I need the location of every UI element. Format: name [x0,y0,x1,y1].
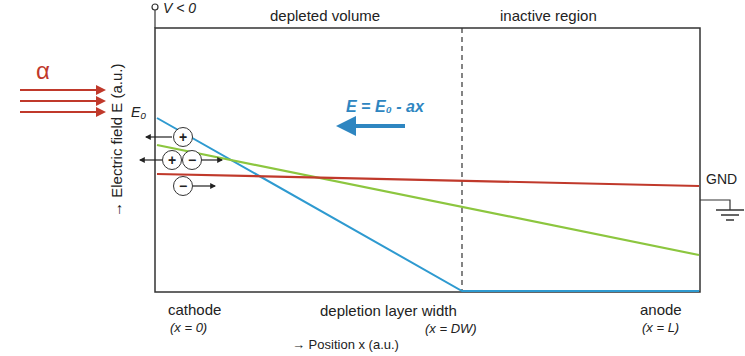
label: → Electric field E (a.u.) [110,63,127,216]
charge-carrier: + [173,127,193,147]
field-profile-blue [157,118,699,291]
charge-sign: + [179,130,187,144]
field-profile-red [157,174,699,186]
charge-sign: − [188,153,196,167]
label: inactive region [500,8,597,25]
label: (x = L) [642,321,679,335]
label: depletion layer width [320,303,457,320]
drift-arrow [201,159,222,160]
ground-symbol [721,214,739,216]
charge-sign: − [179,179,187,193]
label: (x = DW) [425,322,477,336]
bias-wire [154,10,155,28]
alpha-beam [20,111,104,113]
charge-sign: + [168,153,176,167]
ground-wire [700,200,730,210]
label: depleted volume [270,8,380,25]
charge-carrier: + [162,150,182,170]
depletion-boundary [461,28,462,292]
label: V < 0 [163,1,196,16]
detector-body [155,28,700,292]
ground-symbol [716,209,744,211]
label: (x = 0) [170,321,207,335]
label: cathode [168,302,221,319]
label: → Position x (a.u.) [292,338,399,352]
label: anode [640,302,682,319]
charge-carrier: − [173,176,193,196]
drift-arrow [146,136,172,137]
alpha-beam [20,100,104,102]
drift-arrow [193,185,215,186]
charge-carrier: − [182,150,202,170]
drift-arrow [140,159,162,160]
ground-symbol [726,219,734,221]
field-arrow [340,124,405,128]
label: E₀ [131,105,146,120]
field-profile-green [157,145,699,255]
alpha-beam [20,89,104,91]
terminal [152,4,158,10]
label: α [36,58,50,84]
label: GND [706,172,737,187]
label: E = E₀ - ax [346,98,424,116]
